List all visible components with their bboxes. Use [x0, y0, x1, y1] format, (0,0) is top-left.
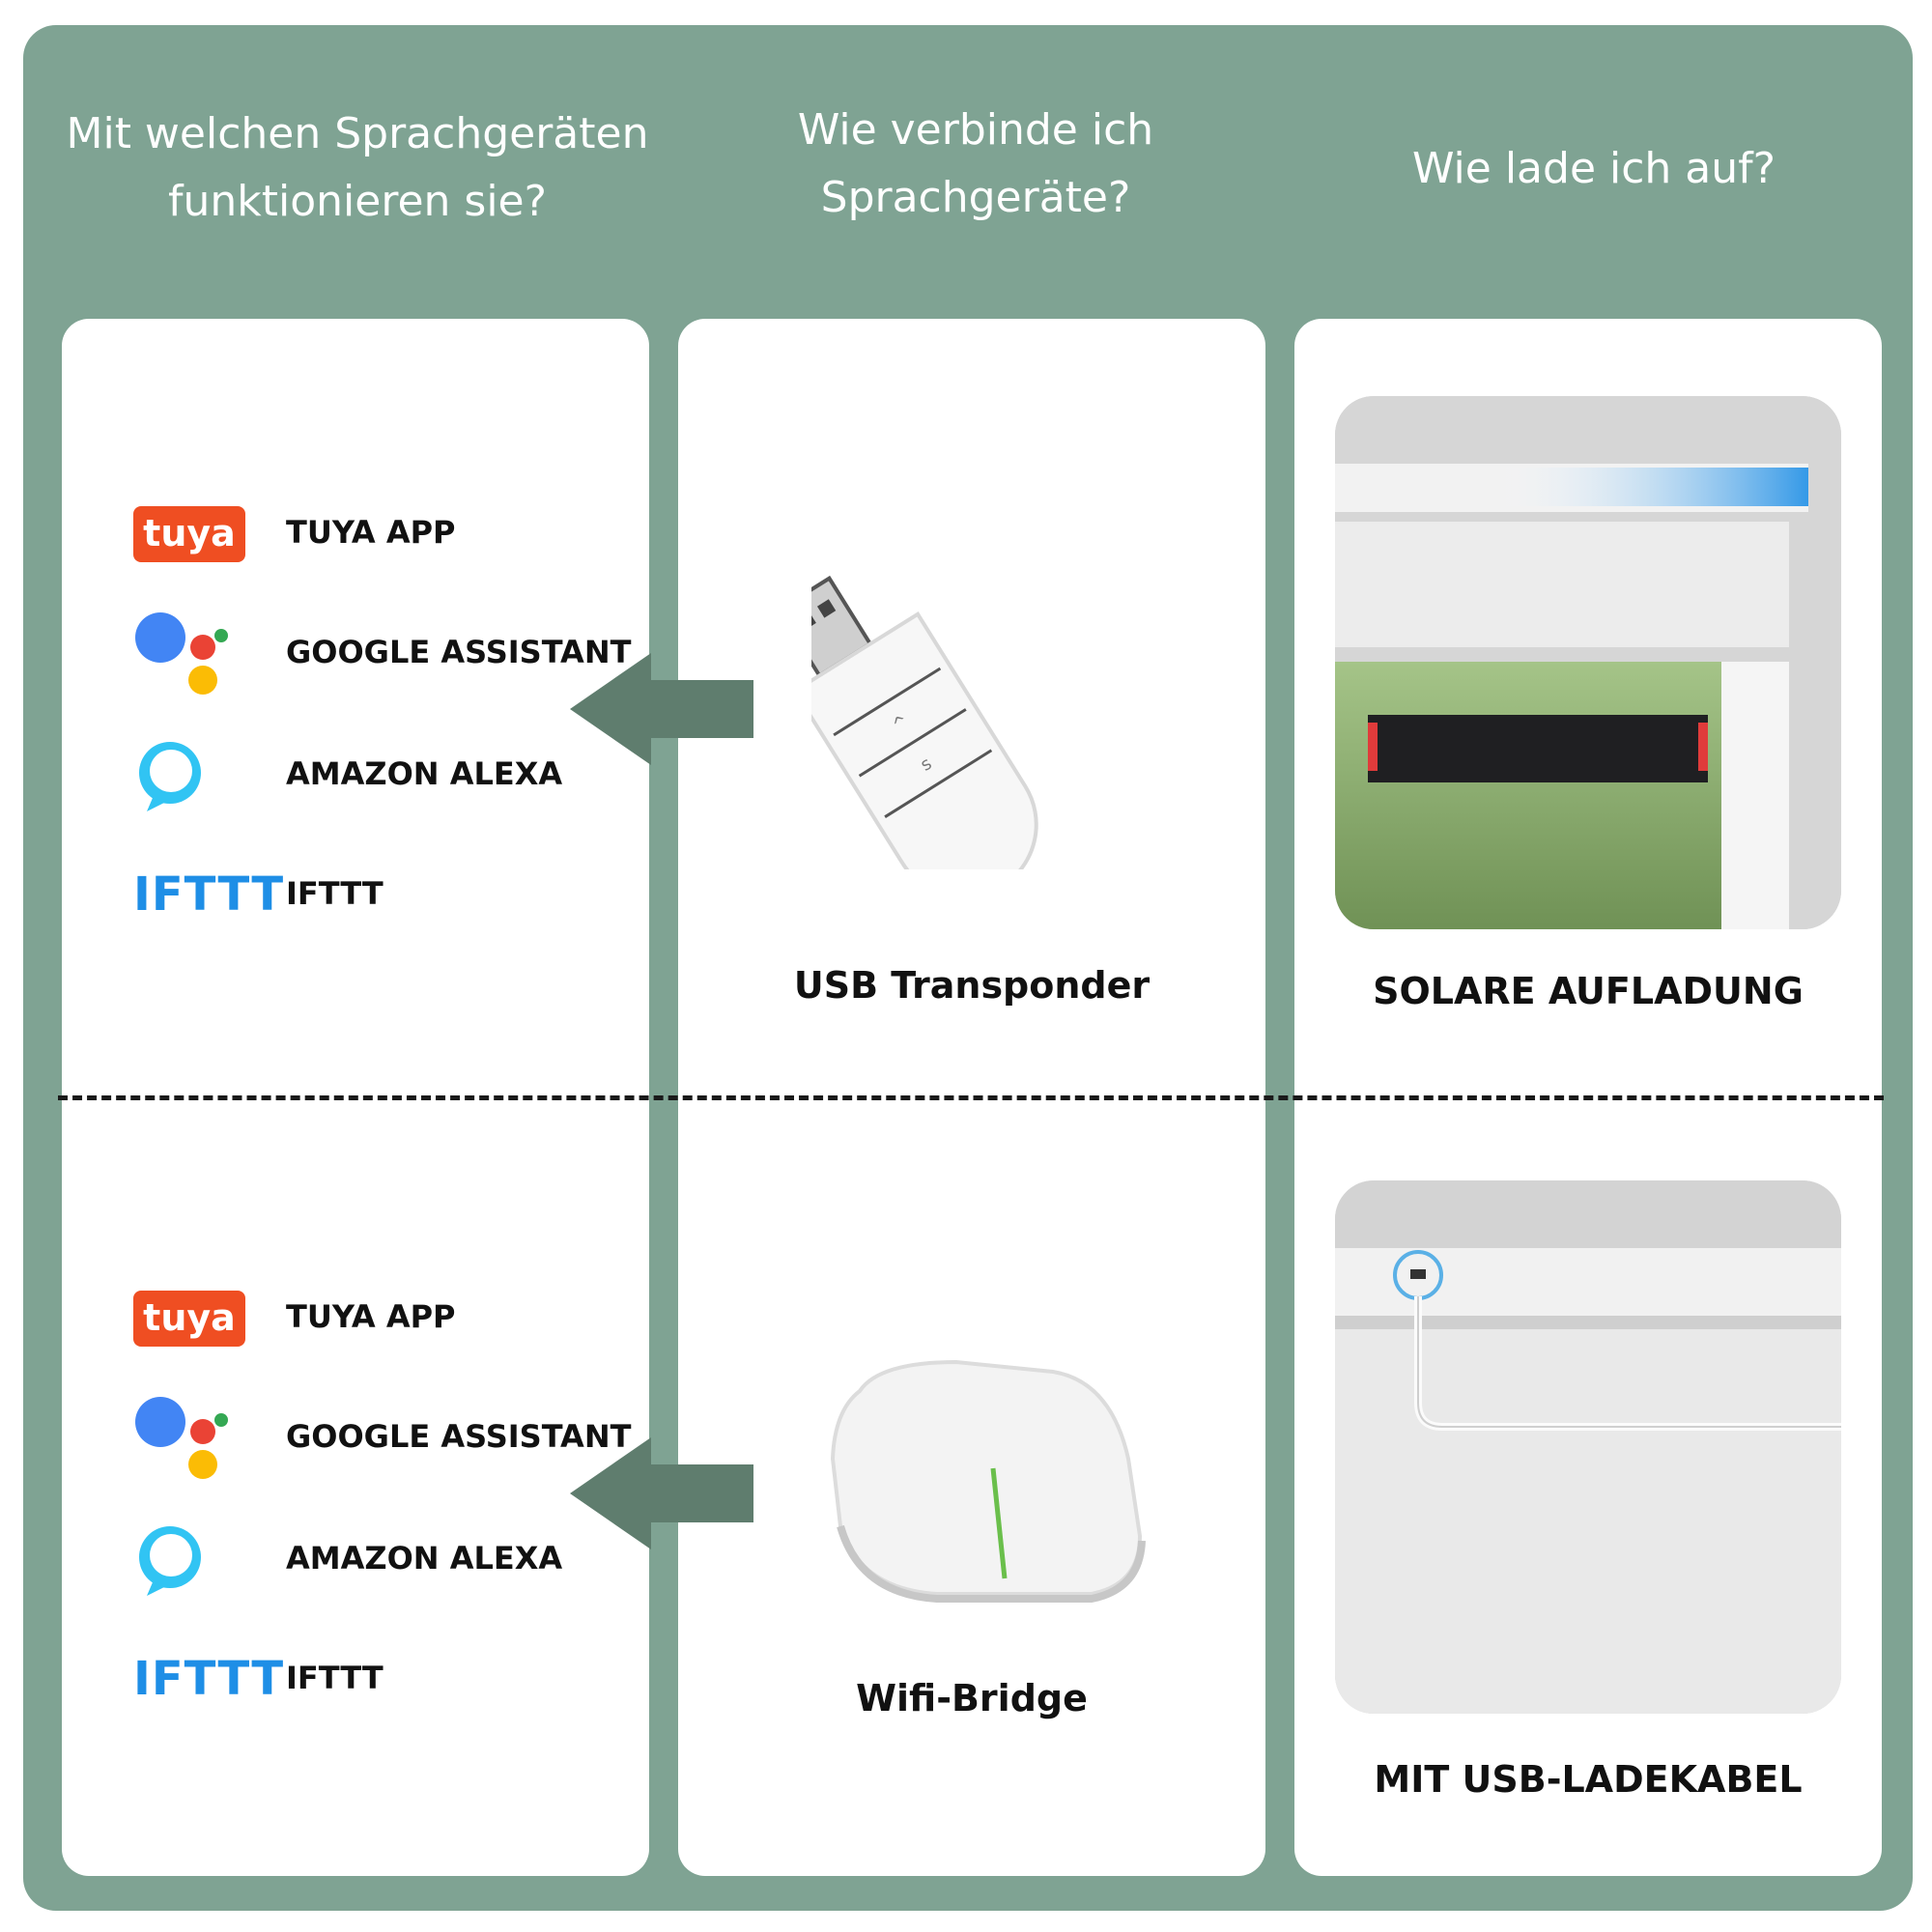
- google-assistant-icon: [133, 1397, 259, 1479]
- service-label: IFTTT: [286, 875, 384, 912]
- service-label: TUYA APP: [286, 514, 456, 551]
- service-amazon-alexa: AMAZON ALEXA: [133, 1519, 674, 1600]
- header-voice-devices: Mit welchen Sprachgeräten funktionieren …: [66, 109, 649, 226]
- header-charging: Wie lade ich auf?: [1412, 144, 1776, 193]
- google-assistant-icon: [133, 612, 259, 695]
- amazon-alexa-icon: [133, 1519, 259, 1600]
- amazon-alexa-icon: [133, 734, 259, 815]
- service-amazon-alexa: AMAZON ALEXA: [133, 734, 674, 815]
- tuya-logo: tuya: [133, 493, 259, 574]
- arrow-left-icon: [570, 653, 753, 765]
- charge-caption-solar: SOLARE AUFLADUNG: [1373, 970, 1804, 1012]
- service-label: AMAZON ALEXA: [286, 1540, 563, 1577]
- service-label: AMAZON ALEXA: [286, 755, 563, 792]
- tuya-logo: tuya: [133, 1277, 259, 1358]
- service-label: GOOGLE ASSISTANT: [286, 634, 632, 670]
- ifttt-logo: IFTTT: [133, 867, 285, 922]
- header-connection: Wie verbinde ich Sprachgeräte?: [797, 105, 1154, 222]
- service-label: GOOGLE ASSISTANT: [286, 1418, 632, 1455]
- wifi-bridge-icon: [830, 1359, 1146, 1603]
- service-ifttt: IFTTT IFTTT: [133, 854, 674, 935]
- service-tuya: tuya TUYA APP: [133, 1277, 674, 1358]
- ifttt-logo: IFTTT: [133, 1652, 285, 1706]
- usb-transponder-icon: ^ s: [811, 575, 1038, 869]
- device-caption-wifi-bridge: Wifi-Bridge: [856, 1677, 1088, 1719]
- charge-caption-usb-cable: MIT USB-LADEKABEL: [1374, 1758, 1803, 1801]
- section-divider: [58, 1095, 1884, 1100]
- service-tuya: tuya TUYA APP: [133, 493, 674, 574]
- service-label: TUYA APP: [286, 1298, 456, 1335]
- device-caption-usb: USB Transponder: [793, 964, 1151, 1007]
- service-ifttt: IFTTT IFTTT: [133, 1638, 674, 1719]
- service-google-assistant: GOOGLE ASSISTANT: [133, 612, 674, 695]
- service-google-assistant: GOOGLE ASSISTANT: [133, 1397, 674, 1479]
- solar-charging-photo: [1335, 396, 1841, 929]
- usb-cable-charging-photo: [1335, 1180, 1841, 1714]
- service-label: IFTTT: [286, 1660, 384, 1696]
- arrow-left-icon: [570, 1437, 753, 1549]
